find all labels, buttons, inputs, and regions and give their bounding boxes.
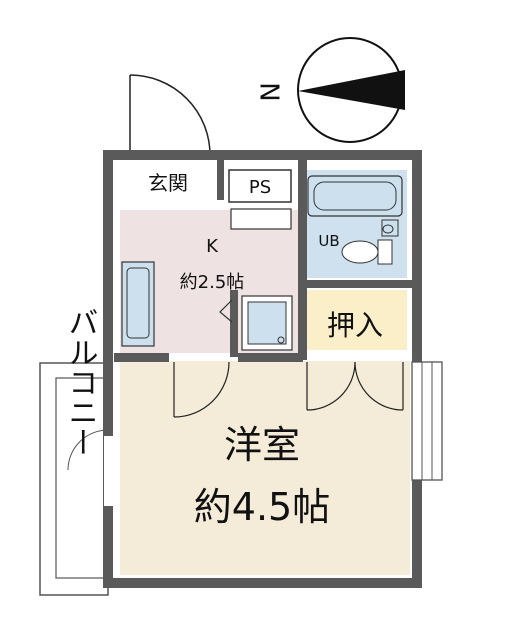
balcony-label: バルコニー <box>63 307 98 457</box>
western-room-label: 洋室 <box>224 423 300 467</box>
washbasin-icon <box>381 219 399 237</box>
kitchen-area: 約2.5帖 <box>180 272 245 293</box>
compass: N <box>254 37 405 143</box>
toilet-tank-icon <box>377 239 393 265</box>
western-room-doors <box>173 361 404 418</box>
ps-label: PS <box>249 177 271 198</box>
kitchen-label: K <box>206 236 219 257</box>
washer-pan-icon <box>247 301 287 345</box>
ps-box <box>228 169 292 203</box>
closet-floor <box>302 290 407 350</box>
unit-bath: UB <box>307 175 403 265</box>
balcony-inner <box>55 377 105 579</box>
window-right <box>411 361 443 481</box>
genkan-label: 玄関 <box>148 171 188 195</box>
closet-label: 押入 <box>327 309 383 342</box>
balcony-door-opening <box>104 436 113 506</box>
western-room-floor <box>120 361 410 575</box>
kitchen-shelf <box>230 208 292 230</box>
sink-basin-icon <box>126 267 150 339</box>
bath-label: UB <box>318 232 339 250</box>
interior-walls <box>114 160 412 362</box>
western-room-area: 約4.5帖 <box>194 485 330 529</box>
genkan-floor <box>120 162 217 204</box>
entrance-door <box>129 74 211 156</box>
compass-north-label: N <box>254 82 284 101</box>
compass-needle-icon <box>298 70 405 110</box>
balcony: バルコニー <box>39 307 109 596</box>
toilet-icon <box>341 240 379 264</box>
